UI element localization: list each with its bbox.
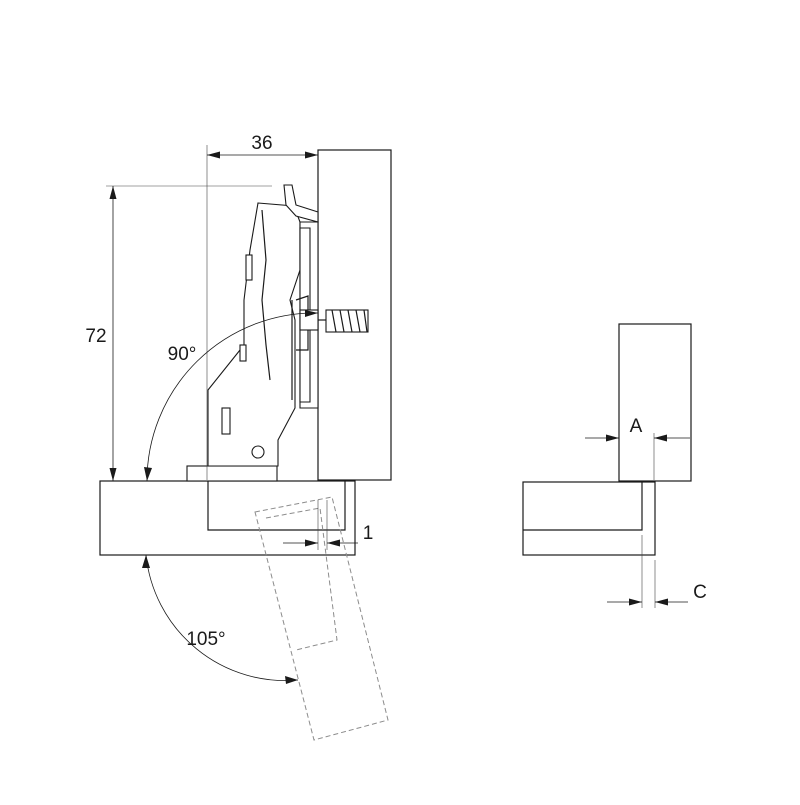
dimension-c-label: C xyxy=(693,582,707,603)
dimension-36: 36 xyxy=(206,133,318,480)
dimension-a: A xyxy=(585,416,690,480)
dimension-a-label: A xyxy=(630,416,643,437)
mounting-screw xyxy=(299,309,369,333)
angle-105: 105° xyxy=(142,554,299,684)
angle-105-label: 105° xyxy=(186,629,225,650)
dimension-c: C xyxy=(607,535,707,608)
dimension-36-label: 36 xyxy=(251,133,272,154)
dimension-1: 1 xyxy=(283,500,373,550)
detail-door-panel xyxy=(522,481,656,556)
pivot-hole xyxy=(251,445,265,459)
detail-cabinet-panel xyxy=(618,323,692,482)
angle-90-label: 90° xyxy=(168,344,197,365)
dimension-72: 72 xyxy=(85,185,272,481)
angle-90: 90° xyxy=(144,310,319,482)
arm-slot xyxy=(221,407,231,435)
dimension-72-label: 72 xyxy=(85,326,106,347)
detail-door-recess xyxy=(523,482,643,531)
hinge-base-plate xyxy=(186,465,278,482)
door-open-phantom xyxy=(254,496,389,741)
cup-recess-outline xyxy=(207,481,346,531)
door-panel xyxy=(99,480,356,556)
dimension-1-label: 1 xyxy=(363,523,374,544)
hinge-arm xyxy=(207,184,319,467)
